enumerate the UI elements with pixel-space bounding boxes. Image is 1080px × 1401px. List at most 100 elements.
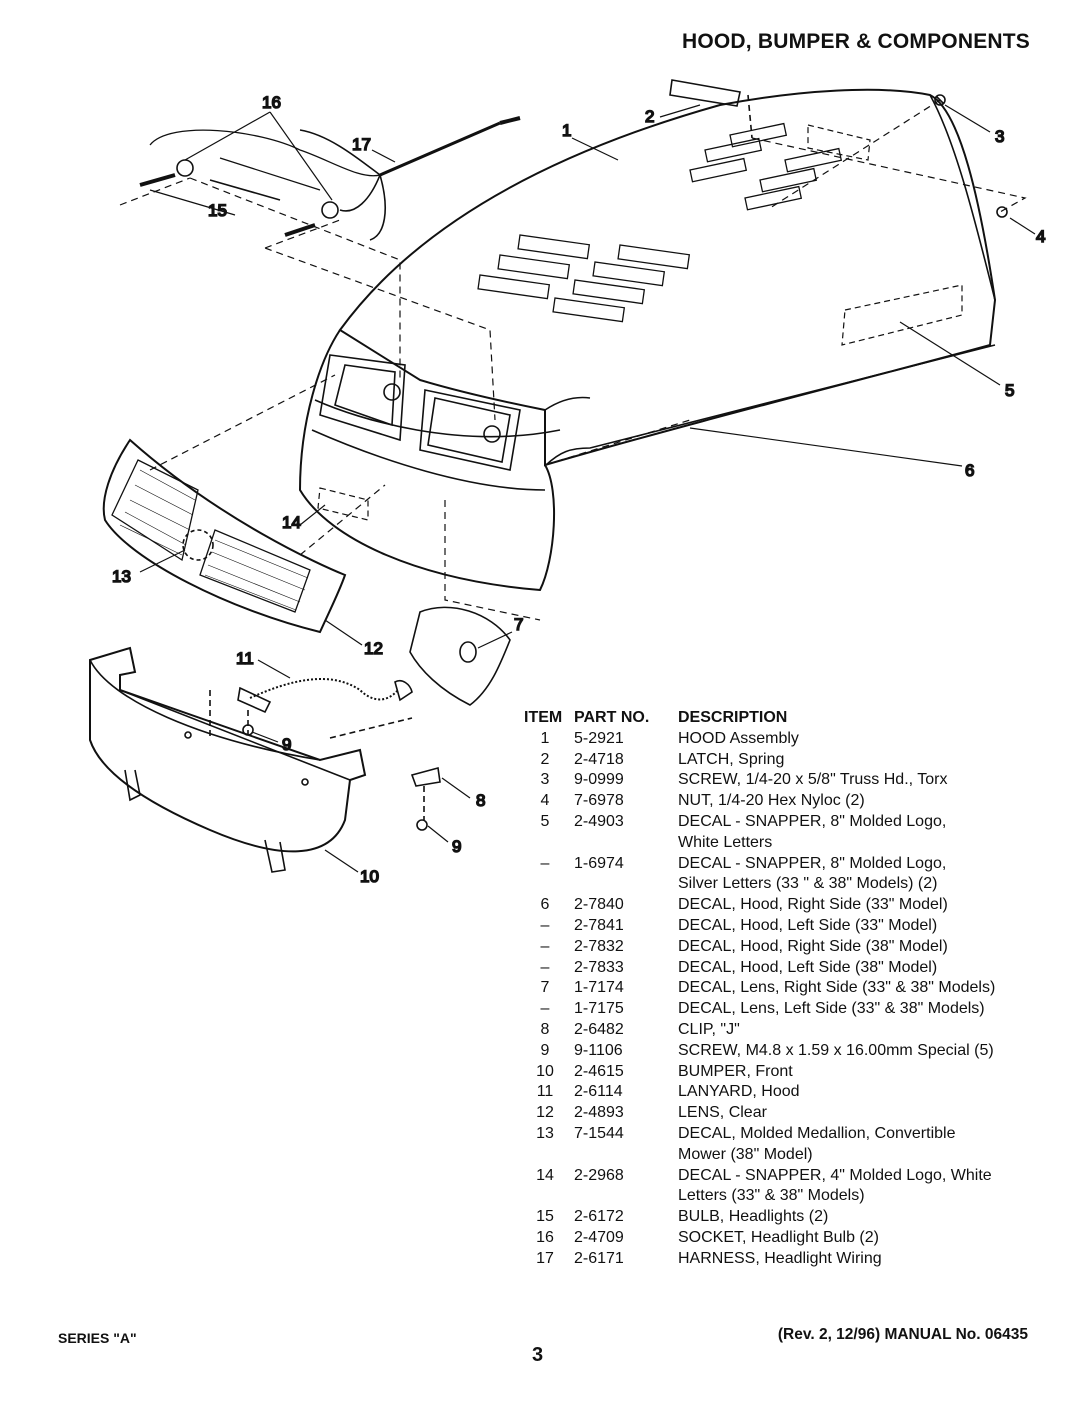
part-no-cell: 2-7832 [574,937,624,955]
callout-9-lower: 9 [452,837,461,856]
callout-8: 8 [476,791,485,810]
part-no-cell: 2-6114 [574,1083,623,1101]
series-label: SERIES "A" [58,1330,137,1346]
callout-7: 7 [514,615,523,634]
part-no-cell: 9-1106 [574,1041,623,1059]
item-cell [524,1186,566,1207]
part-no-cell: 2-4893 [574,1104,624,1122]
callout-2: 2 [645,107,654,126]
description-cell: SOCKET, Headlight Bulb (2) [678,1228,879,1246]
part-no-cell: 7-6978 [574,792,624,810]
item-cell: 3 [540,771,550,789]
clip-drawing [410,766,441,820]
part-no-cell: 2-4903 [574,812,624,830]
description-cell: DECAL - SNAPPER, 4" Molded Logo, White [678,1166,992,1184]
description-cell: LENS, Clear [678,1104,767,1122]
part-no-cell: 9-0999 [574,771,624,789]
item-cell: 1 [540,729,550,747]
description-cell: LATCH, Spring [678,750,785,768]
part-no-cell: 2-6482 [574,1020,624,1038]
part-no-cell: 2-4615 [574,1062,624,1080]
hood-nut-drawing [996,206,1008,218]
callout-5: 5 [1005,381,1014,400]
lens-drawing [102,438,347,634]
callout-10: 10 [360,867,379,886]
table-row: 7 1-7174 DECAL, Lens, Right Side (33" & 38… [524,978,1058,999]
description-cell: CLIP, "J" [678,1020,740,1038]
description-cell: SCREW, M4.8 x 1.59 x 16.00mm Special (5) [678,1041,994,1059]
part-no-cell: 7-1544 [574,1124,624,1142]
part-no-cell [566,874,678,895]
part-no-cell: 2-7841 [574,916,624,934]
item-cell: 11 [536,1083,554,1101]
hood-screw-drawing [934,94,946,106]
part-no-cell: 2-4718 [574,750,624,768]
callout-6: 6 [965,461,974,480]
part-no-cell: 2-4709 [574,1228,624,1246]
item-cell: 9 [540,1041,550,1059]
description-cell: DECAL - SNAPPER, 8" Molded Logo, [678,812,947,830]
leader-lines [139,104,1036,873]
table-row: Silver Letters (33 " & 38" Models) (2) [524,874,1058,895]
description-cell: DECAL, Hood, Right Side (38" Model) [678,937,948,955]
callout-17: 17 [352,135,371,154]
callout-9-upper: 9 [282,735,291,754]
parts-list-header: ITEM PART NO. DESCRIPTION [524,708,1058,729]
table-row: Mower (38" Model) [524,1145,1058,1166]
item-cell: 10 [536,1062,554,1080]
item-cell: – [540,916,550,934]
part-no-cell: 2-2968 [574,1166,624,1184]
manual-number: (Rev. 2, 12/96) MANUAL No. 06435 [777,1326,1028,1343]
description-cell: Silver Letters (33 " & 38" Models) (2) [678,875,938,893]
item-cell: – [540,854,550,872]
header-item: ITEM [524,709,563,726]
item-cell [524,833,566,854]
description-cell: DECAL - SNAPPER, 8" Molded Logo, [678,854,947,872]
item-cell [524,874,566,895]
item-cell: 8 [540,1020,550,1038]
description-cell: DECAL, Hood, Left Side (38" Model) [678,958,938,976]
description-cell: White Letters [678,833,773,851]
part-no-cell: 1-6974 [574,854,624,872]
part-no-cell [566,1186,678,1207]
item-cell: 2 [540,750,550,768]
description-cell: HOOD Assembly [678,729,799,747]
page-title: HOOD, BUMPER & COMPONENTS [681,30,1030,53]
part-no-cell: 2-6171 [574,1249,624,1267]
item-cell: 17 [536,1249,554,1267]
lanyard-drawing [209,678,413,740]
item-cell: 12 [536,1104,554,1122]
item-cell: 7 [540,979,550,997]
description-cell: DECAL, Lens, Left Side (33" & 38" Models… [678,1000,985,1018]
description-cell: BULB, Headlights (2) [678,1208,829,1226]
callout-3: 3 [995,127,1004,146]
part-no-cell: 2-7833 [574,958,624,976]
screw-drawing [416,819,428,831]
callout-16: 16 [262,93,281,112]
hood-hardware-lines [149,99,1027,621]
callout-12: 12 [364,639,383,658]
table-row: Letters (33" & 38" Models) [524,1186,1058,1207]
callout-4: 4 [1036,227,1045,246]
part-no-cell: 1-7175 [574,1000,624,1018]
latch-drawing [669,79,753,139]
description-cell: DECAL, Lens, Right Side (33" & 38" Model… [678,979,996,997]
item-cell: – [540,958,550,976]
bumper-drawing [89,646,413,873]
description-cell: Mower (38" Model) [678,1145,813,1163]
part-no-cell: 1-7174 [574,979,624,997]
callout-14: 14 [282,513,301,532]
